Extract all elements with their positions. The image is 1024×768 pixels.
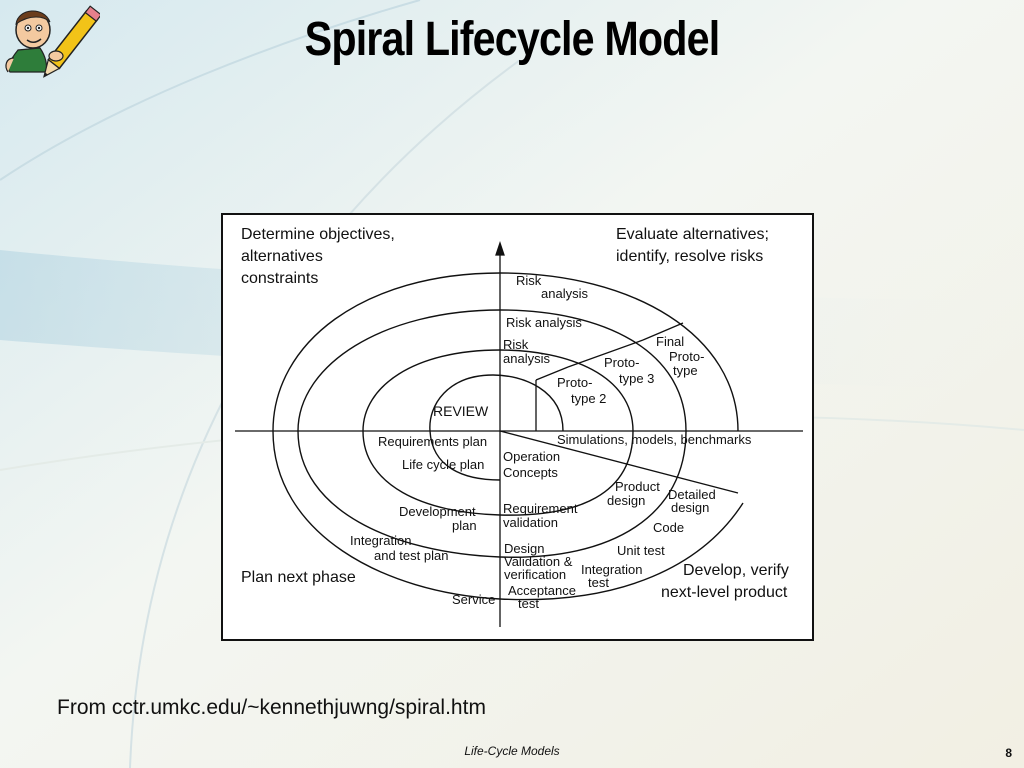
- quadrant-top-right: Evaluate alternatives; identify, resolve…: [616, 226, 769, 265]
- quadrant-top-left: Determine objectives, alternatives const…: [241, 226, 395, 287]
- review-label: REVIEW: [433, 403, 489, 419]
- spiral-rings: [272, 272, 744, 601]
- spiral-svg: Determine objectives, alternatives const…: [235, 226, 803, 627]
- quadrant-bottom-right: Develop, verify next-level product: [661, 562, 789, 601]
- spiral-ring-1: [429, 374, 564, 481]
- quadrant-label: next-level product: [661, 584, 788, 601]
- spiral-ring-3: [297, 309, 687, 558]
- axis-arrow-icon: [495, 240, 505, 256]
- step-label: Unit test: [617, 543, 665, 558]
- prototype-label: Final: [656, 334, 684, 349]
- prototype-label: Proto-: [604, 355, 639, 370]
- step-label: test: [518, 596, 539, 611]
- slide-title: Spiral Lifecycle Model: [304, 13, 721, 66]
- spiral-ring-4: [272, 272, 744, 601]
- quadrant-label: Evaluate alternatives;: [616, 226, 769, 243]
- step-labels: Operation Concepts Requirement validatio…: [503, 449, 716, 611]
- divider-final: [642, 322, 684, 341]
- quadrant-label: Plan next phase: [241, 569, 356, 586]
- prototype-labels: Proto- type 2 Proto- type 3 Final Proto-…: [557, 334, 704, 406]
- step-label: design: [671, 500, 709, 515]
- step-label: Operation: [503, 449, 560, 464]
- step-label: Requirement: [503, 501, 578, 516]
- risk-label: analysis: [541, 286, 588, 301]
- slide-footer: Life-Cycle Models: [464, 744, 560, 758]
- step-label: Concepts: [503, 465, 558, 480]
- step-label: Code: [653, 520, 684, 535]
- plan-label: Life cycle plan: [402, 457, 484, 472]
- step-label: Validation &: [504, 554, 573, 569]
- spiral-diagram: Determine objectives, alternatives const…: [221, 213, 814, 641]
- plan-label: and test plan: [374, 548, 448, 563]
- cartoon-pencil-icon: [5, 5, 100, 78]
- plan-label: Requirements plan: [378, 434, 487, 449]
- spiral-ring-2: [362, 349, 634, 516]
- quadrant-label: constraints: [241, 270, 318, 287]
- divider-prototype-2: [535, 366, 569, 381]
- plan-label: Service: [452, 592, 495, 607]
- step-label: validation: [503, 515, 558, 530]
- prototype-dividers: [499, 322, 739, 494]
- quadrant-label: alternatives: [241, 248, 323, 265]
- risk-label: Risk analysis: [506, 315, 582, 330]
- risk-label: Risk: [503, 337, 529, 352]
- risk-label: analysis: [503, 351, 550, 366]
- prototype-label: Proto-: [669, 349, 704, 364]
- prototype-label: type 2: [571, 391, 606, 406]
- quadrant-label: Determine objectives,: [241, 226, 395, 243]
- step-label: Acceptance: [508, 583, 576, 598]
- page-number: 8: [1005, 746, 1012, 760]
- step-label: Integration: [581, 562, 642, 577]
- quadrant-label: Develop, verify: [683, 562, 789, 579]
- risk-analysis-labels: Risk analysis Risk analysis Risk analysi…: [503, 273, 588, 366]
- risk-label: Risk: [516, 273, 542, 288]
- quadrant-bottom-left: Plan next phase: [241, 569, 356, 586]
- simulations-label: Simulations, models, benchmarks: [557, 432, 752, 447]
- step-label: Detailed: [668, 487, 716, 502]
- plan-label: Integration: [350, 533, 411, 548]
- source-citation: From cctr.umkc.edu/~kennethjuwng/spiral.…: [57, 696, 486, 719]
- step-label: test: [588, 575, 609, 590]
- quadrant-label: identify, resolve risks: [616, 248, 763, 265]
- step-label: verification: [504, 567, 566, 582]
- step-label: Design: [504, 541, 544, 556]
- prototype-label: type 3: [619, 371, 654, 386]
- prototype-label: Proto-: [557, 375, 592, 390]
- step-label: design: [607, 493, 645, 508]
- plan-label: plan: [452, 518, 477, 533]
- plan-labels: Requirements plan Life cycle plan Develo…: [350, 434, 495, 607]
- divider-prototype-3: [567, 339, 644, 368]
- plan-label: Development: [399, 504, 476, 519]
- prototype-label: type: [673, 363, 698, 378]
- step-label: Product: [615, 479, 660, 494]
- diagonal-line: [499, 430, 739, 494]
- axes: [235, 240, 803, 627]
